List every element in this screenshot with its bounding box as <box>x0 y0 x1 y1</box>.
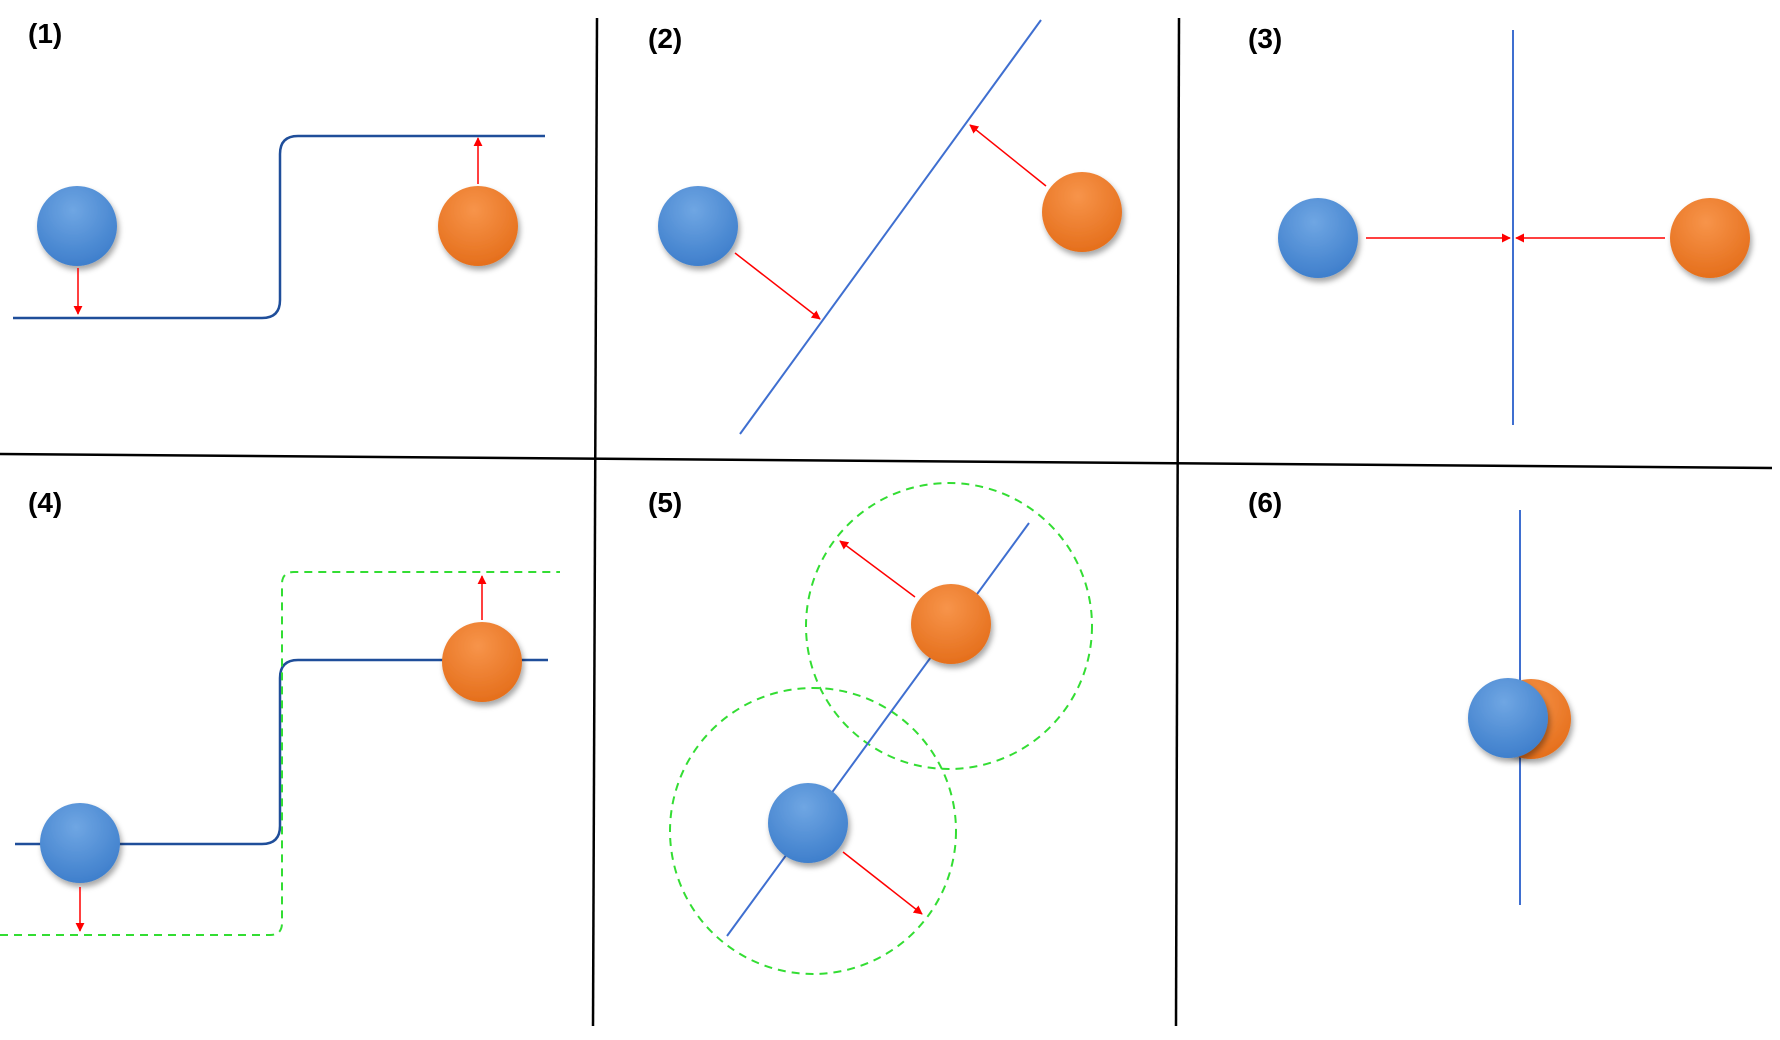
blue-ball <box>37 186 117 266</box>
orange-ball <box>911 584 991 664</box>
blue-ball <box>1278 198 1358 278</box>
blue-ball <box>768 783 848 863</box>
panel-5 <box>669 482 1093 975</box>
step-boundary-line <box>13 134 545 320</box>
panel-4 <box>0 571 560 936</box>
panel-1 <box>13 134 545 320</box>
panel-label-2: (2) <box>648 23 682 54</box>
margin-dashed-circle <box>669 687 957 975</box>
blue-ball <box>658 186 738 266</box>
panel-6 <box>1468 510 1571 905</box>
orange-ball <box>1042 172 1122 252</box>
panel-2 <box>658 19 1122 435</box>
vertical-divider-right <box>1174 17 1181 1027</box>
panel-label-4: (4) <box>28 487 62 518</box>
step-boundary-line <box>15 658 548 846</box>
distance-arrow <box>969 124 1047 187</box>
distance-arrow <box>842 851 923 915</box>
orange-ball <box>438 186 518 266</box>
panel-label-5: (5) <box>648 487 682 518</box>
horizontal-divider <box>0 452 1773 470</box>
panel-label-1: (1) <box>28 18 62 49</box>
vertical-divider-left <box>591 17 599 1027</box>
diagonal-boundary-line <box>726 522 1030 937</box>
distance-arrow <box>734 252 821 320</box>
blue-ball <box>1468 678 1548 758</box>
margin-dashed-circle <box>805 482 1093 770</box>
distance-arrow <box>839 540 916 598</box>
blue-ball <box>40 803 120 883</box>
orange-ball <box>442 622 522 702</box>
panel-label-3: (3) <box>1248 23 1282 54</box>
orange-ball <box>1670 198 1750 278</box>
panel-grid <box>0 17 1773 1027</box>
panel-3 <box>1278 30 1750 425</box>
diagonal-boundary-line <box>739 19 1042 435</box>
panel-label-6: (6) <box>1248 487 1282 518</box>
